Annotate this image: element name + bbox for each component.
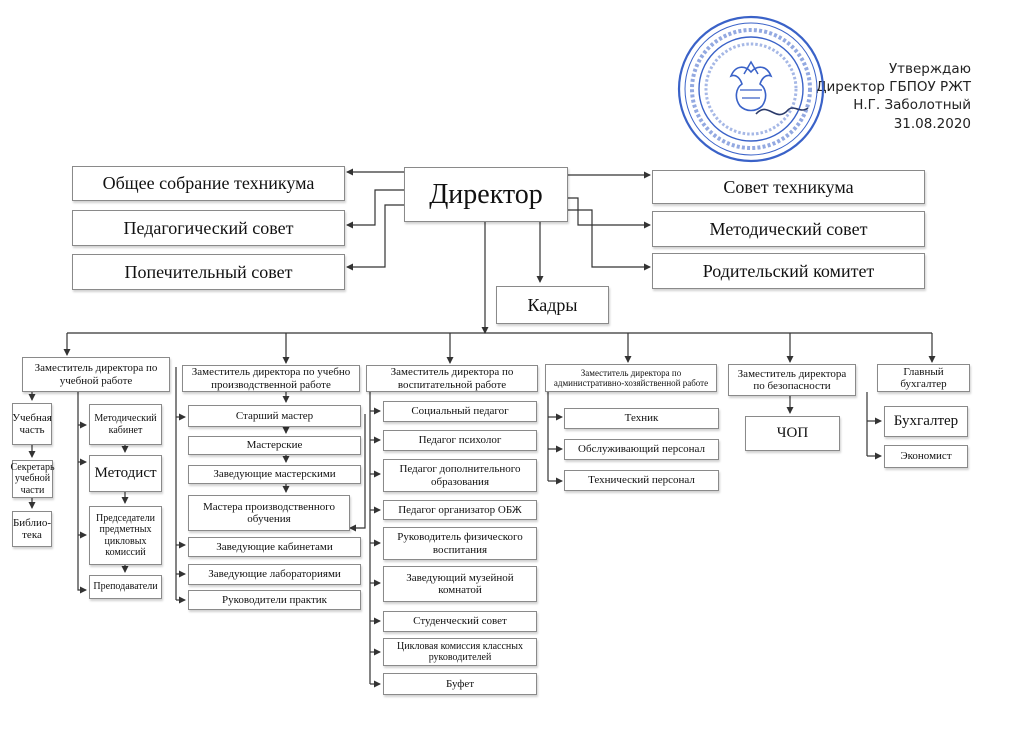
college-council-box: Совет техникума xyxy=(652,170,925,204)
laboratory-heads-box: Заведующие лабораториями xyxy=(188,564,361,585)
production-masters-box: Мастера производственного обучения xyxy=(188,495,350,531)
workshop-heads-box: Заведующие мастерскими xyxy=(188,465,361,484)
pedagogical-council-box: Педагогический совет xyxy=(72,210,345,246)
private-security-box: ЧОП xyxy=(745,416,840,451)
deputy-administrative-box: Заместитель директора по административно… xyxy=(545,364,717,392)
teachers-box: Преподаватели xyxy=(89,575,162,599)
commission-chairs-box: Председатели предметных цикловых комисси… xyxy=(89,506,162,565)
psychologist-box: Педагог психолог xyxy=(383,430,537,451)
economist-box: Экономист xyxy=(884,445,968,468)
deputy-educational-box: Заместитель директора по воспитательной … xyxy=(366,365,538,392)
obzh-organizer-box: Педагог организатор ОБЖ xyxy=(383,500,537,520)
approval-name: Н.Г. Заболотный xyxy=(853,97,971,114)
approval-position: Директор ГБПОУ РЖТ xyxy=(815,79,971,96)
deputy-production-box: Заместитель директора по учебно производ… xyxy=(182,365,360,392)
chief-accountant-box: Главный бухгалтер xyxy=(877,364,970,392)
library-box: Библио-тека xyxy=(12,511,52,547)
student-council-box: Студенческий совет xyxy=(383,611,537,632)
academic-secretary-box: Секретарь учебной части xyxy=(10,460,55,498)
general-meeting-box: Общее собрание техникума xyxy=(72,166,345,201)
technical-staff-box: Технический персонал xyxy=(564,470,719,491)
methodist-box: Методист xyxy=(89,455,162,492)
physical-education-box: Руководитель физического воспитания xyxy=(383,527,537,560)
practice-leaders-box: Руководители практик xyxy=(188,590,361,610)
official-seal-icon xyxy=(677,15,825,163)
board-of-trustees-box: Попечительный совет xyxy=(72,254,345,290)
technician-box: Техник xyxy=(564,408,719,429)
cabinet-heads-box: Заведующие кабинетами xyxy=(188,537,361,557)
senior-master-box: Старший мастер xyxy=(188,405,361,427)
museum-head-box: Заведующий музейной комнатой xyxy=(383,566,537,602)
approval-block: Утверждаю Директор ГБПОУ РЖТ Н.Г. Заболо… xyxy=(816,60,971,133)
accountant-box: Бухгалтер xyxy=(884,406,968,437)
canteen-box: Буфет xyxy=(383,673,537,695)
approval-date: 31.08.2020 xyxy=(893,115,971,132)
service-staff-box: Обслуживающий персонал xyxy=(564,439,719,460)
methodical-council-box: Методический совет xyxy=(652,211,925,247)
additional-education-box: Педагог дополнительного образования xyxy=(383,459,537,492)
deputy-academic-box: Заместитель директора по учебной работе xyxy=(22,357,170,392)
social-pedagogue-box: Социальный педагог xyxy=(383,401,537,422)
workshops-box: Мастерские xyxy=(188,436,361,455)
methodical-office-box: Методический кабинет xyxy=(89,404,162,445)
approval-label: Утверждаю xyxy=(888,61,971,77)
director-box: Директор xyxy=(404,167,568,222)
deputy-security-box: Заместитель директора по безопасности xyxy=(728,364,856,396)
academic-office-box: Учебная часть xyxy=(12,403,52,445)
parent-committee-box: Родительский комитет xyxy=(652,253,925,289)
class-teachers-commission-box: Цикловая комиссия классных руководителей xyxy=(383,638,537,666)
personnel-box: Кадры xyxy=(496,286,609,324)
